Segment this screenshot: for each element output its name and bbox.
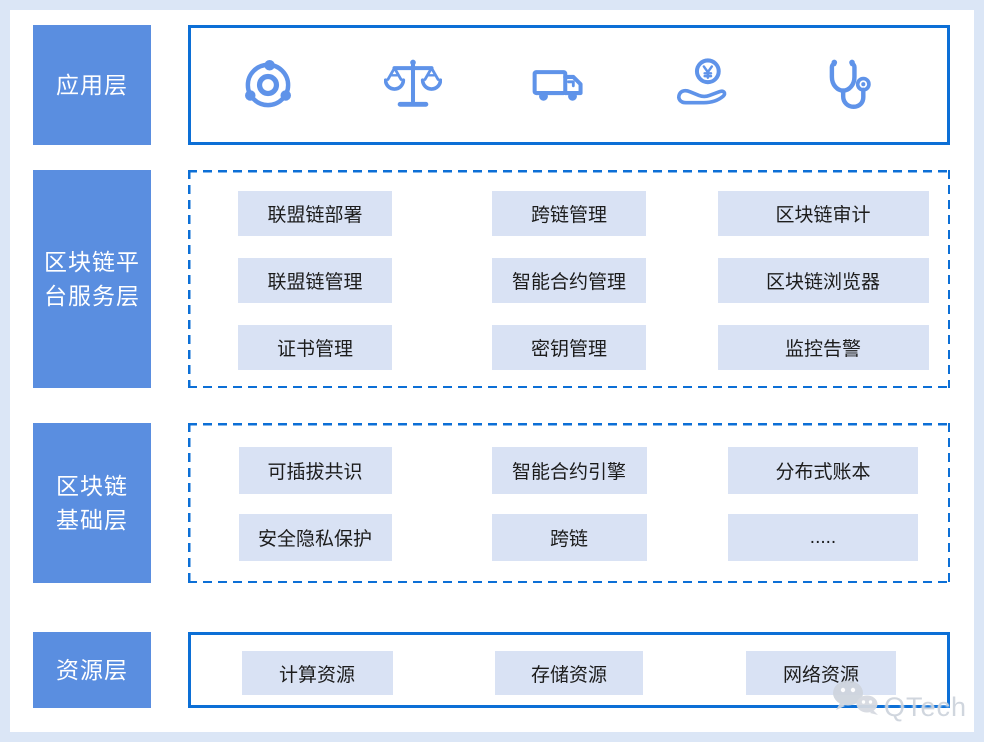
service-item: 区块链审计: [717, 191, 929, 236]
base-item: 跨链: [491, 514, 647, 561]
layer-row-resource: 资源层 计算资源 存储资源 网络资源: [33, 632, 950, 708]
layer-label-base: 区块链 基础层: [33, 423, 151, 583]
layer-label-resource: 资源层: [33, 632, 151, 708]
base-layer-box: 可插拔共识 智能合约引擎 分布式账本 安全隐私保护 跨链 .....: [188, 423, 950, 583]
resource-item: 网络资源: [746, 651, 896, 695]
base-item: 可插拔共识: [238, 447, 392, 494]
resource-item: 存储资源: [495, 651, 643, 695]
service-item: 区块链浏览器: [717, 258, 929, 303]
service-item: 智能合约管理: [492, 258, 646, 303]
yuan-coin-hand-icon: [674, 56, 732, 114]
service-item: 联盟链部署: [238, 191, 392, 236]
balance-scale-icon: [384, 56, 442, 114]
network-nodes-icon: [239, 56, 297, 114]
service-item: 密钥管理: [492, 325, 646, 370]
wechat-logo-icon: [831, 677, 881, 722]
base-item: .....: [728, 514, 918, 561]
base-item: 智能合约引擎: [491, 447, 647, 494]
layer-row-application: 应用层: [33, 25, 950, 145]
resource-layer-box: 计算资源 存储资源 网络资源: [188, 632, 950, 708]
layer-row-platform-service: 区块链平 台服务层 联盟链部署 跨链管理 区块链审计 联盟链管理 智能合约管理 …: [33, 170, 950, 388]
application-layer-box: [188, 25, 950, 145]
service-item: 证书管理: [238, 325, 392, 370]
application-icons: [191, 28, 947, 142]
base-item: 安全隐私保护: [238, 514, 392, 561]
diagram-canvas: 应用层: [10, 10, 974, 732]
resource-item: 计算资源: [241, 651, 393, 695]
service-item: 跨链管理: [492, 191, 646, 236]
platform-service-layer-box: 联盟链部署 跨链管理 区块链审计 联盟链管理 智能合约管理 区块链浏览器 证书管…: [188, 170, 950, 388]
service-item: 联盟链管理: [238, 258, 392, 303]
layer-label-platform-service: 区块链平 台服务层: [33, 170, 151, 388]
base-item: 分布式账本: [728, 447, 918, 494]
stethoscope-icon: [819, 56, 877, 114]
layer-label-application: 应用层: [33, 25, 151, 145]
layer-row-base: 区块链 基础层 可插拔共识 智能合约引擎 分布式账本 安全隐私保护 跨链 ...…: [33, 423, 950, 583]
service-item: 监控告警: [717, 325, 929, 370]
watermark-text: QTech: [884, 692, 968, 722]
truck-icon: [529, 56, 587, 114]
watermark: QTech: [831, 677, 967, 722]
